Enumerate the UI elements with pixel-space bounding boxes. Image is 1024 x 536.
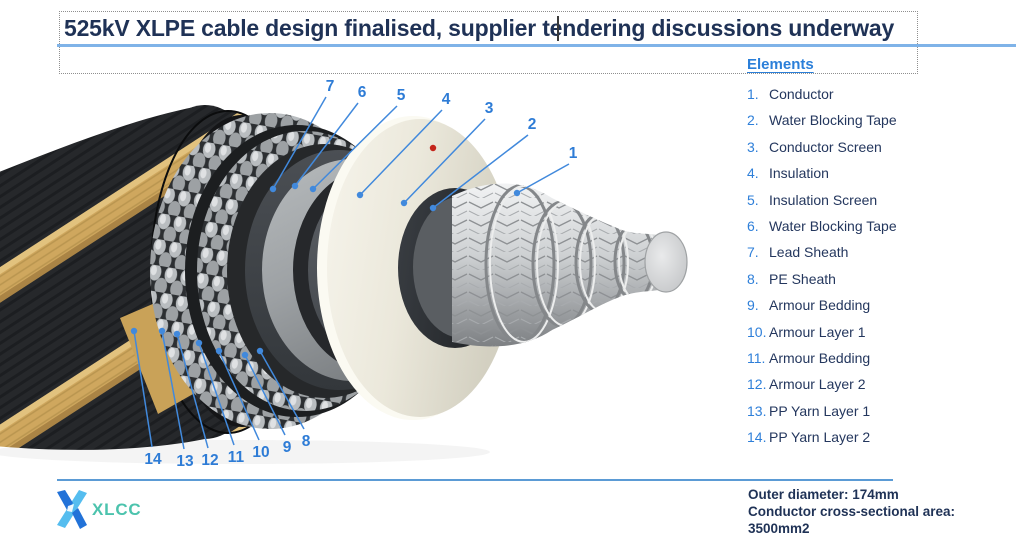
callout-10: 10 xyxy=(215,347,270,461)
cable-render xyxy=(0,105,688,464)
callout-7-label: 7 xyxy=(326,78,335,95)
callout-2: 2 xyxy=(429,116,537,212)
callout-1: 1 xyxy=(513,145,578,197)
logo-wordmark: XLCC xyxy=(92,500,142,519)
list-item: 4. Insulation xyxy=(747,166,1007,180)
list-item-number: 4. xyxy=(747,165,759,182)
title-placeholder[interactable] xyxy=(59,11,918,74)
list-item-label: PP Yarn Layer 2 xyxy=(769,429,871,446)
list-item-number: 8. xyxy=(747,270,759,287)
list-item-label: Lead Sheath xyxy=(769,244,849,261)
callout-11: 11 xyxy=(195,339,245,466)
list-item: 14.PP Yarn Layer 2 xyxy=(747,430,1007,444)
list-item: 11.Armour Bedding xyxy=(747,351,1007,365)
list-item-number: 3. xyxy=(747,138,759,155)
list-item-number: 1. xyxy=(747,86,759,102)
callout-5-label: 5 xyxy=(397,87,406,104)
callout-1-label: 1 xyxy=(569,145,578,162)
callout-5: 5 xyxy=(309,87,406,193)
cable-layer-conductor xyxy=(452,183,688,347)
list-item-number: 12. xyxy=(747,376,767,393)
list-item: 9. Armour Bedding xyxy=(747,298,1007,312)
footer-divider xyxy=(57,479,893,481)
list-item: 8. PE Sheath xyxy=(747,272,1007,286)
list-item-number: 11. xyxy=(747,349,766,366)
list-item-number: 13. xyxy=(747,402,767,419)
list-item: 13.PP Yarn Layer 1 xyxy=(747,404,1007,418)
callout-12: 12 xyxy=(173,330,219,469)
company-logo: XLCC xyxy=(55,490,255,532)
list-item-label: PP Yarn Layer 1 xyxy=(769,402,871,419)
conductor-tip-face xyxy=(644,231,688,293)
callout-9-label: 9 xyxy=(283,439,292,456)
list-item: 3. Conductor Screen xyxy=(747,140,1007,154)
callout-8: 8 xyxy=(256,347,311,450)
list-item-number: 7. xyxy=(747,244,759,261)
list-item-label: Water Blocking Tape xyxy=(769,217,897,234)
callout-13: 13 xyxy=(158,327,194,470)
list-item-label: Conductor xyxy=(769,86,834,102)
callout-10-label: 10 xyxy=(252,444,269,461)
list-item-label: Armour Layer 2 xyxy=(769,376,866,393)
list-item-number: 5. xyxy=(747,191,759,208)
elements-list: 1. Conductor 2. Water Blocking Tape 3. Cond… xyxy=(747,87,1007,456)
callout-7: 7 xyxy=(269,78,335,193)
list-item: 2. Water Blocking Tape xyxy=(747,113,1007,127)
list-item-label: Water Blocking Tape xyxy=(769,112,897,129)
footer-specs: Outer diameter: 174mm Conductor cross-se… xyxy=(748,486,1018,536)
list-item-label: Armour Bedding xyxy=(769,349,871,366)
red-dot xyxy=(429,144,437,152)
page-title: 525kV XLPE cable design finalised, suppl… xyxy=(64,15,895,41)
callout-14-label: 14 xyxy=(144,451,162,468)
callout-3: 3 xyxy=(400,100,494,207)
callout-14: 14 xyxy=(130,327,162,468)
list-item: 7. Lead Sheath xyxy=(747,245,1007,259)
list-item: 12.Armour Layer 2 xyxy=(747,377,1007,391)
callout-12-label: 12 xyxy=(201,452,218,469)
xlcc-logo-icon xyxy=(57,490,87,529)
list-item-number: 9. xyxy=(747,297,759,314)
callout-11-label: 11 xyxy=(228,449,245,466)
callout-4-label: 4 xyxy=(442,91,451,108)
title-divider xyxy=(57,44,1016,47)
callout-6-label: 6 xyxy=(358,84,367,101)
callout-13-label: 13 xyxy=(176,453,194,470)
text-caret xyxy=(557,16,559,41)
elements-heading: Elements xyxy=(747,56,814,73)
callout-8-label: 8 xyxy=(302,433,311,450)
callouts: 1 2 3 4 5 6 7 8 9 10 11 12 13 14 xyxy=(130,78,578,470)
list-item-number: 6. xyxy=(747,217,759,234)
callout-4: 4 xyxy=(356,91,451,199)
list-item-label: PE Sheath xyxy=(769,270,836,287)
list-item-number: 14. xyxy=(747,429,767,446)
conductor-area-text: Conductor cross-sectional area: 3500mm2 xyxy=(748,504,956,536)
callout-6: 6 xyxy=(291,84,367,190)
list-item: 6. Water Blocking Tape xyxy=(747,219,1007,233)
list-item-number: 2. xyxy=(747,112,759,129)
callout-3-label: 3 xyxy=(485,100,494,117)
callout-9: 9 xyxy=(241,351,292,456)
list-item-number: 10. xyxy=(747,323,767,340)
list-item-label: Armour Bedding xyxy=(769,297,871,314)
list-item-label: Armour Layer 1 xyxy=(769,323,866,340)
list-item-label: Insulation Screen xyxy=(769,191,878,208)
list-item: 10.Armour Layer 1 xyxy=(747,325,1007,339)
list-item-label: Conductor Screen xyxy=(769,138,882,155)
cable-pp-yarn-gold-wedge xyxy=(120,300,207,414)
callout-2-label: 2 xyxy=(528,116,537,133)
list-item: 1. Conductor xyxy=(747,87,1007,101)
list-item: 5. Insulation Screen xyxy=(747,193,1007,207)
outer-diameter-text: Outer diameter: 174mm xyxy=(748,487,899,502)
list-item-label: Insulation xyxy=(769,165,829,182)
